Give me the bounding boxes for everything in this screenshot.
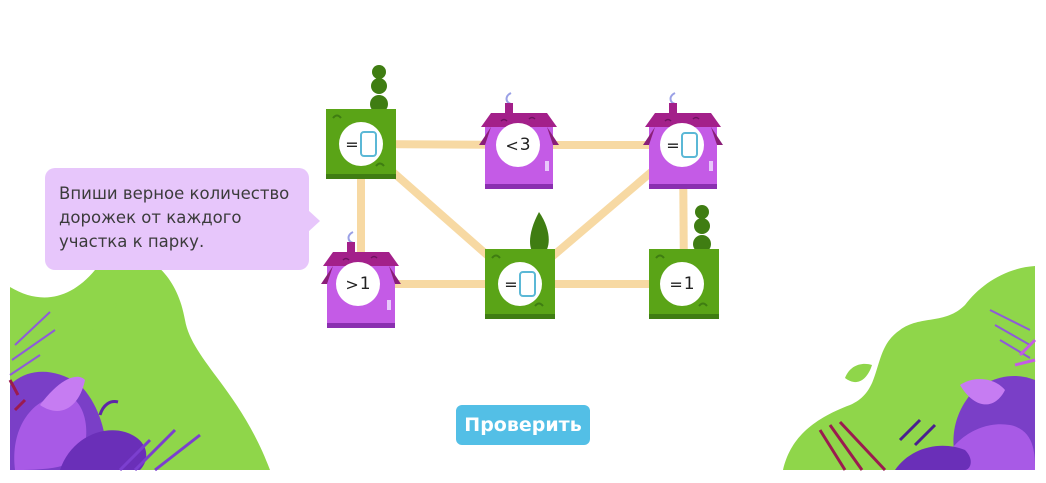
sign-bottom-right: = — [669, 274, 683, 294]
answer-input-top-right[interactable] — [680, 132, 698, 158]
answer-input-top-left[interactable] — [359, 131, 377, 157]
sign-top-right: = — [666, 135, 680, 155]
value-bottom-right: 1 — [683, 274, 695, 294]
answer-circle-bottom-left: > 1 — [336, 262, 380, 306]
sign-bottom-middle: = — [504, 274, 518, 294]
answer-circle-top-middle: < 3 — [496, 123, 540, 167]
answer-circle-top-right: = — [660, 123, 704, 167]
value-bottom-left: 1 — [359, 274, 371, 294]
instruction-text: Впиши верное количество дорожек от каждо… — [59, 184, 290, 251]
answer-circle-top-left: = — [339, 122, 383, 166]
park-tile-bottom-middle — [485, 212, 555, 319]
right-foliage-decoration — [783, 266, 1037, 472]
sign-top-left: = — [345, 134, 359, 154]
sign-top-middle: < — [505, 135, 519, 155]
answer-input-bottom-middle[interactable] — [518, 271, 536, 297]
value-top-middle: 3 — [519, 135, 531, 155]
sign-bottom-left: > — [345, 274, 359, 294]
answer-circle-bottom-middle: = — [498, 262, 542, 306]
instruction-bubble: Впиши верное количество дорожек от каждо… — [45, 168, 320, 270]
left-foliage-decoration — [8, 254, 270, 472]
check-button[interactable]: Проверить — [456, 405, 590, 445]
answer-circle-bottom-right: = 1 — [660, 262, 704, 306]
